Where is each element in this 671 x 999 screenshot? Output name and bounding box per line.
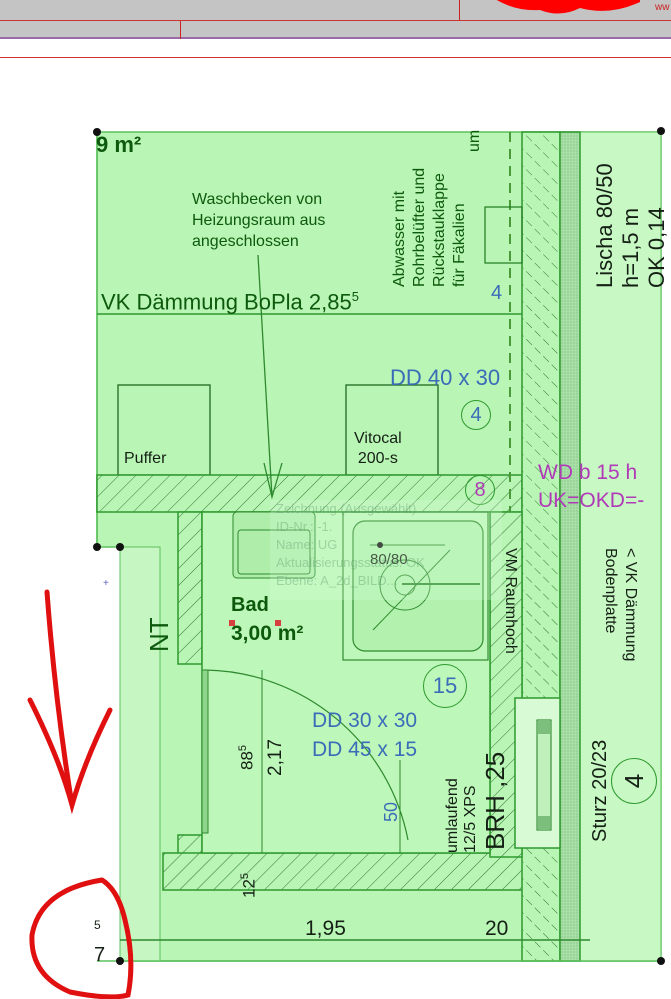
- left-dim-7: 7: [94, 944, 106, 966]
- dim-195: 1,95: [305, 917, 346, 940]
- toolbar-divider: [459, 0, 460, 21]
- dim-50: 50: [381, 801, 401, 822]
- note-line: OK 0,14: [644, 207, 669, 288]
- shower-tray: [342, 511, 489, 661]
- room-bad-area: 3,00 m²: [231, 622, 304, 645]
- toolbar-row-3: [0, 39, 671, 58]
- tooltip-line: Ebene: A_2d_BILD...: [276, 573, 398, 588]
- equip-line: 200-s: [357, 450, 398, 467]
- note-line: 12/5 XPS: [462, 785, 479, 853]
- redaction-scribble: [496, 0, 640, 14]
- selection-handle: [275, 620, 281, 626]
- dim-125-text: 12: [239, 879, 259, 898]
- note-vk-text: VK Dämmung BoPla 2,85: [101, 289, 352, 315]
- washbasin: [232, 511, 316, 579]
- note-line: Lischa 80/50: [592, 163, 617, 288]
- equip-line: Vitocal: [354, 430, 402, 447]
- wd-line: WD b 15 h: [538, 461, 638, 484]
- toolbar-top: [0, 0, 671, 21]
- dim-885: 885: [237, 744, 257, 770]
- note-um: um: [466, 129, 483, 152]
- red-circle-annotation: [29, 877, 134, 999]
- selection-handle: [229, 620, 235, 626]
- wall-horizontal: [96, 474, 523, 513]
- dim-20: 20: [485, 917, 509, 940]
- note-line: h=1,5 m: [618, 207, 643, 288]
- note-line: Abwasser mit: [391, 190, 408, 287]
- red-arrow-annotation: [27, 589, 113, 815]
- dim-4-top: 4: [491, 282, 503, 304]
- note-abwasser: Abwasser mit Rohrbelüfter und Rückstaukl…: [390, 168, 470, 287]
- shower-size: 80/80: [370, 551, 408, 568]
- note-line: Waschbecken von: [192, 191, 323, 208]
- insulation-strip: [559, 131, 581, 962]
- tooltip-line: ID-Nr.: -1.: [276, 519, 333, 534]
- room-bad-name: Bad: [231, 594, 269, 616]
- hover-tooltip: Zeichnung (Ausgewählt) ID-Nr.: -1. Name:…: [270, 500, 502, 600]
- door-swing: [204, 669, 409, 841]
- equip-puffer: Puffer: [124, 450, 167, 467]
- vm-raumhoch: VM Raumhoch: [502, 548, 519, 654]
- left-dim-5: 5: [94, 918, 101, 932]
- tooltip-line: Zeichnung (Ausgewählt): [276, 501, 417, 516]
- dd-30x30: DD 30 x 30: [312, 709, 418, 732]
- room-nt: NT: [144, 617, 174, 652]
- handle-bottom-left: [116, 957, 124, 965]
- vk-bodenplatte: < VK Dämmung Bodenplatte: [600, 548, 640, 661]
- equip-vitocal: Vitocal 200-s: [354, 429, 402, 469]
- tooltip-line: Aktualisierungsstatus: OK: [276, 555, 425, 570]
- tag-8: 8: [465, 475, 495, 505]
- vk-line: < VK Dämmung: [622, 548, 639, 662]
- brand-text: ww: [655, 2, 670, 13]
- dd-40x30: DD 40 x 30: [390, 365, 501, 390]
- note-line: für Fäkalien: [451, 203, 468, 287]
- wall-nt-bad: [177, 511, 203, 665]
- dd-45x15: DD 45 x 15: [312, 738, 418, 761]
- handle-top-right: [657, 127, 665, 135]
- note-umlaufend: umlaufend 12/5 XPS: [444, 778, 480, 853]
- note-vk-daemmung: VK Dämmung BoPla 2,855: [101, 290, 359, 313]
- handle-top-left: [93, 128, 101, 136]
- vk-line: Bodenplatte: [602, 548, 619, 634]
- dim-885-sup: 5: [237, 744, 249, 752]
- tag-15: 15: [423, 664, 467, 708]
- wd-label: WD b 15 h UK=OKD=-: [538, 459, 644, 515]
- tag-4-right: 4: [611, 758, 657, 804]
- plan-notch: [0, 547, 120, 967]
- handle-bottom-right: [657, 957, 665, 965]
- dim-125-sup: 5: [239, 872, 251, 880]
- note-vk-sup: 5: [351, 289, 359, 304]
- tag-4: 4: [461, 400, 491, 430]
- room-area-top: 9 m²: [96, 132, 142, 157]
- toolbar-row-2: [0, 21, 671, 39]
- brh-label: BRH ,25: [480, 751, 510, 850]
- wd-line: UK=OKD=-: [538, 489, 645, 512]
- handle-notch-left: [93, 543, 101, 551]
- note-lischa: Lischa 80/50 h=1,5 m OK 0,14: [592, 163, 670, 288]
- dim-885-text: 88: [237, 751, 257, 770]
- note-line: Rückstauklappe: [431, 173, 448, 287]
- note-line: umlaufend: [444, 778, 461, 853]
- svg-text:+: +: [103, 578, 109, 589]
- sturz-label: Sturz 20/23: [589, 739, 611, 842]
- note-waschbecken: Waschbecken von Heizungsraum aus angesch…: [192, 189, 325, 252]
- tooltip-line: Name: UG: [276, 537, 338, 552]
- dim-125: 125: [239, 872, 259, 898]
- handle-notch-right: [116, 543, 124, 551]
- dim-217: 2,17: [265, 739, 286, 776]
- note-line: angeschlossen: [192, 233, 299, 250]
- wall-bottom: [162, 852, 524, 891]
- note-line: Rohrbelüfter und: [411, 167, 428, 287]
- note-line: Heizungsraum aus: [192, 212, 326, 229]
